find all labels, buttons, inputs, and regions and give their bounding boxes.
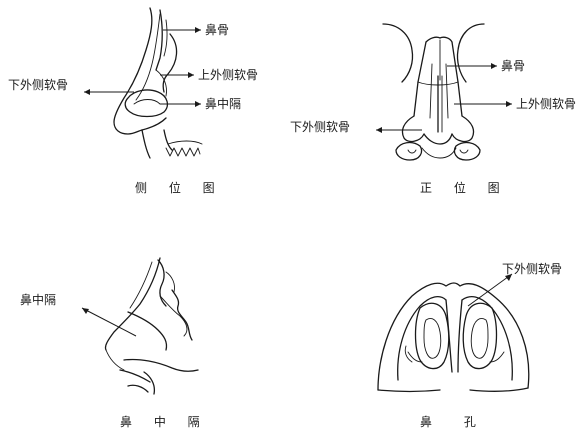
nostril-view-drawing [377,282,530,393]
front-view-arrows [376,63,512,133]
septum-view-drawing [104,257,199,395]
side-view-drawing [113,7,203,159]
side-view-caption: 侧 位 图 [135,181,224,195]
nostril-view-arrows [467,273,513,307]
side-view-arrows [84,27,201,107]
front-view-caption: 正 位 图 [420,181,509,195]
septum-view-arrows [81,307,137,337]
front-lower-lateral-cartilage-label: 下外侧软骨 [290,120,351,134]
side-lower-lateral-cartilage-label: 下外侧软骨 [8,78,69,92]
nostril-view-caption: 鼻 孔 [420,415,490,429]
side-nasal-bone-label: 鼻骨 [205,23,230,37]
nostril-lower-lateral-cartilage-label: 下外侧软骨 [502,262,563,276]
side-septum-label: 鼻中隔 [205,97,242,111]
front-nasal-bone-label: 鼻骨 [501,59,526,73]
side-upper-lateral-cartilage-label: 上外侧软骨 [198,68,259,82]
front-view-drawing [382,23,485,161]
front-upper-lateral-cartilage-label: 上外侧软骨 [516,97,577,111]
septum-label: 鼻中隔 [20,293,57,307]
septum-view-caption: 鼻 中 隔 [120,415,209,429]
